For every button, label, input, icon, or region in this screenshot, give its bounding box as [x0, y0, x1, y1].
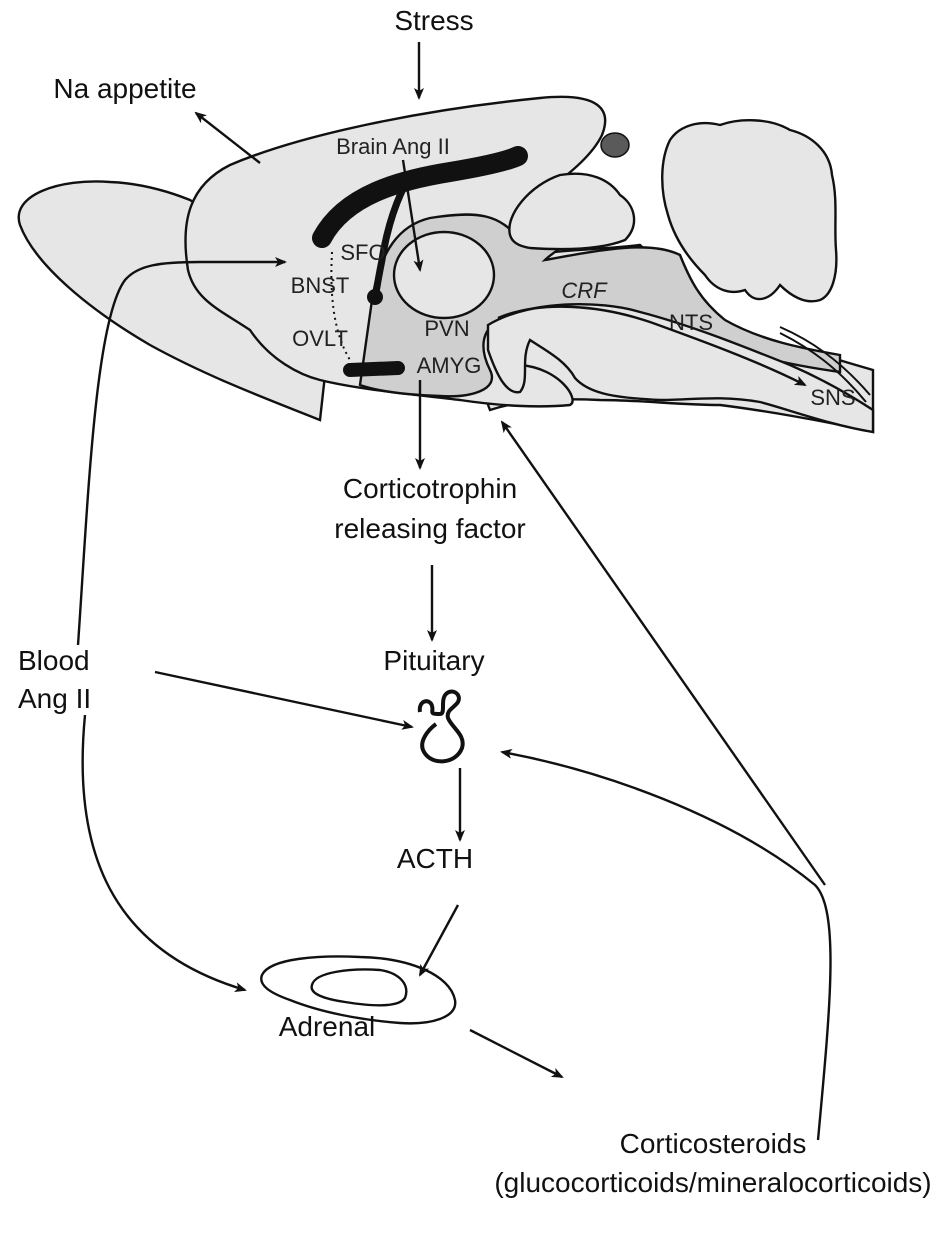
adrenal-gland-inner: [310, 968, 408, 1007]
label-corticosteroids: Corticosteroids: [620, 1128, 807, 1159]
optic-chiasm: [343, 361, 405, 377]
arrow-crf-to-sns: [497, 305, 807, 387]
midbrain-pons: [486, 303, 875, 434]
corpus-callosum: [312, 146, 528, 248]
label-blood-line1: Blood: [18, 645, 90, 676]
pituitary-gland: [417, 689, 465, 764]
label-blood-line2: Ang II: [18, 683, 91, 714]
arrow-corticosteroids-feedback-brain: [500, 420, 826, 886]
label-acth: ACTH: [397, 843, 473, 874]
label-bnst: BNST: [291, 273, 350, 298]
arrow-blood-ang-to-adrenal: [81, 714, 247, 992]
cerebellum: [661, 119, 838, 303]
label-adrenal: Adrenal: [279, 1011, 376, 1042]
label-pituitary: Pituitary: [383, 645, 484, 676]
label-amyg: AMYG: [417, 353, 482, 378]
adrenal-gland-outer: [260, 955, 457, 1025]
label-sfo: SFO: [340, 240, 385, 265]
arrow-adrenal-to-corticosteroids: [469, 1028, 564, 1079]
label-na-appetite: Na appetite: [53, 73, 196, 104]
olfactory-bulb: [17, 180, 332, 422]
label-stress: Stress: [394, 5, 473, 36]
lamina-terminalis-dotted: [330, 251, 351, 361]
brain-sagittal-section: [17, 95, 875, 434]
colliculus: [508, 172, 636, 251]
arrow-blood-ang-to-brain: [76, 257, 287, 646]
arrow-brain-ang-ii: [401, 159, 424, 272]
label-ovlt: OVLT: [292, 326, 348, 351]
thalamus: [392, 230, 496, 320]
spinal-canal: [779, 326, 871, 403]
label-corticosteroids-types: (glucocorticoids/mineralocorticoids): [494, 1167, 931, 1198]
arrow-corticosteroids-feedback-pituitary: [500, 748, 832, 1141]
label-crf-line2: releasing factor: [334, 513, 525, 544]
arrow-blood-ang-to-pituitary: [154, 670, 414, 730]
pineal-gland: [600, 132, 630, 158]
arrow-acth-to-adrenal: [418, 904, 460, 977]
arrow-to-na-appetite: [194, 111, 261, 164]
label-pvn: PVN: [424, 316, 469, 341]
label-crf: CRF: [561, 278, 608, 303]
arrows: [76, 42, 832, 1141]
fornix-nucleus: [367, 289, 383, 305]
label-brain-ang-ii: Brain Ang II: [336, 134, 450, 159]
label-sns: SNS: [810, 385, 855, 410]
label-crf-line1: Corticotrophin: [343, 473, 517, 504]
